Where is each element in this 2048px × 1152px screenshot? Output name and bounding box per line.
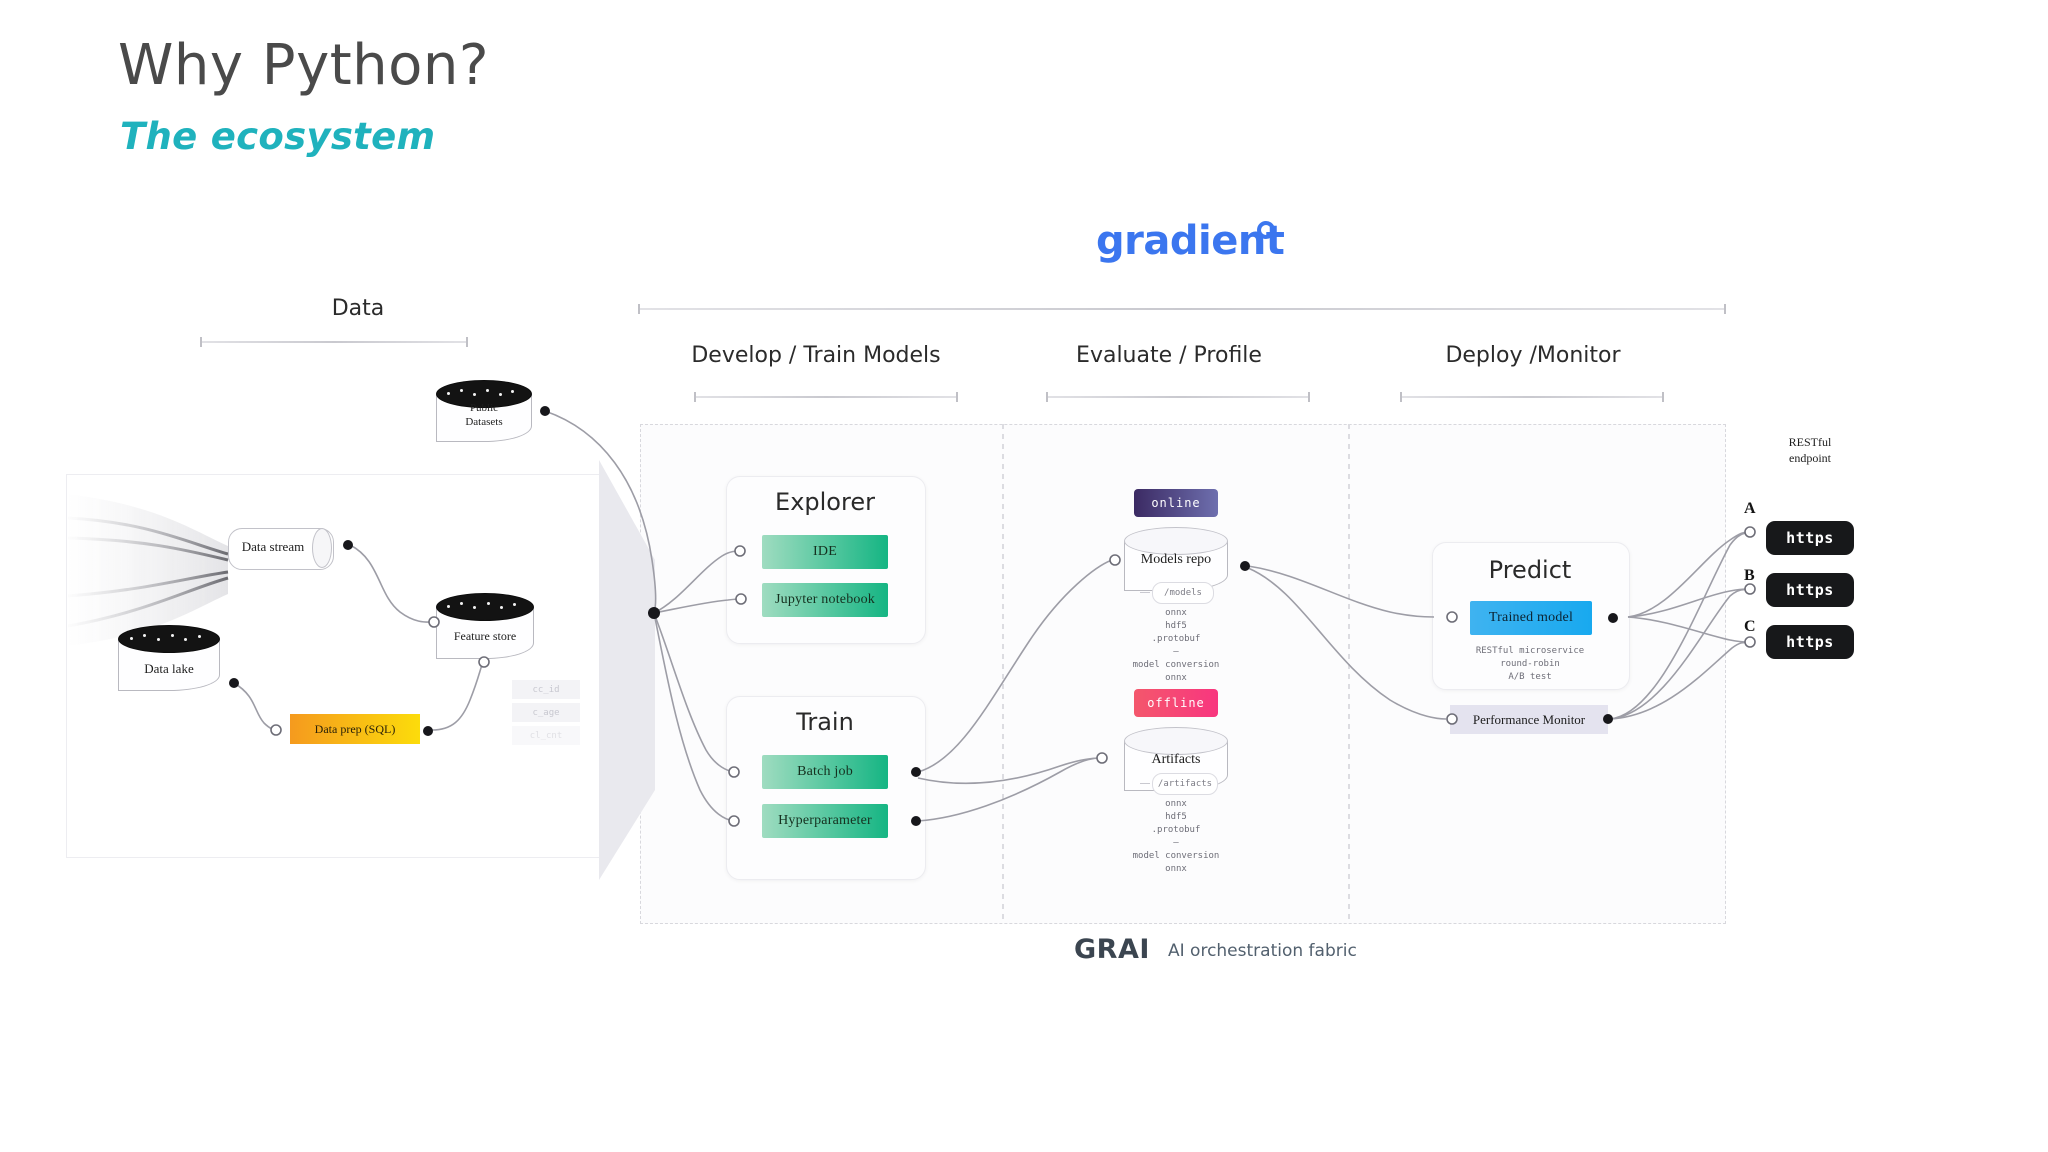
bracket-cap-right [466, 337, 468, 347]
cylinder-top [118, 625, 220, 653]
feature-tag: cl_cnt [512, 726, 580, 745]
predict-note: RESTful microservice round-robin A/B tes… [1475, 646, 1585, 683]
phase-label-deploy: Deploy /Monitor [1445, 343, 1621, 368]
train-chip-batch-job[interactable]: Batch job [762, 755, 888, 789]
cylinder-speckles-icon [444, 601, 526, 611]
explorer-chip-ide[interactable]: IDE [762, 535, 888, 569]
wire-node-hollow [1744, 636, 1756, 648]
bracket-line [200, 341, 468, 343]
bracket-line [694, 396, 958, 398]
bracket-fabric [638, 304, 1726, 314]
explorer-chip-jupyter[interactable]: Jupyter notebook [762, 583, 888, 617]
endpoint-https-b[interactable]: https [1766, 573, 1854, 607]
page-title: Why Python? [118, 33, 490, 98]
bracket-develop [694, 392, 958, 402]
path-leader [1140, 592, 1150, 593]
phase-label-develop: Develop / Train Models [691, 343, 941, 368]
bracket-cap-left [694, 392, 696, 402]
cylinder-top [1124, 527, 1228, 555]
feature-store-label: Feature store [453, 629, 517, 643]
column-divider-2 [1348, 424, 1350, 924]
public-datasets-node[interactable]: Public Datasets [436, 380, 532, 442]
restful-endpoint-label: RESTful endpoint [1788, 435, 1832, 466]
train-chip-hyperparameter[interactable]: Hyperparameter [762, 804, 888, 838]
data-stream-label: Data stream [241, 539, 305, 554]
artifacts-note: onnx hdf5 .protobuf — model conversion o… [1132, 799, 1220, 875]
predict-title: Predict [1488, 556, 1572, 584]
data-stream-node[interactable]: Data stream [228, 528, 334, 570]
models-repo-path: /models [1152, 582, 1214, 604]
cylinder-speckles-icon [444, 388, 525, 398]
feature-store-node[interactable]: Feature store [436, 593, 534, 659]
bracket-cap-left [638, 304, 640, 314]
page-subtitle: The ecosystem [120, 115, 436, 158]
bracket-deploy [1400, 392, 1664, 402]
endpoint-https-a[interactable]: https [1766, 521, 1854, 555]
cylinder-speckles-icon [126, 633, 212, 643]
cylinder-top [436, 593, 534, 621]
artifacts-path: /artifacts [1152, 773, 1218, 795]
grai-tagline: AI orchestration fabric [1168, 941, 1357, 961]
panel-perspective-wedge [599, 460, 655, 880]
models-repo-note: onnx hdf5 .protobuf — model conversion o… [1132, 608, 1220, 684]
wire-node-hollow [1744, 583, 1756, 595]
bracket-line [638, 308, 1726, 310]
endpoint-letter-c: C [1744, 618, 1756, 635]
explorer-title: Explorer [775, 488, 875, 516]
cylinder-top [436, 380, 532, 408]
phase-label-data: Data [331, 296, 385, 321]
artifacts-state-pill: offline [1134, 689, 1218, 717]
bracket-cap-right [1724, 304, 1726, 314]
phase-label-evaluate: Evaluate / Profile [1076, 343, 1262, 368]
models-repo-state-pill: online [1134, 489, 1218, 517]
feature-tag: cc_id [512, 680, 580, 699]
bracket-cap-right [1662, 392, 1664, 402]
bracket-evaluate [1046, 392, 1310, 402]
performance-monitor-node[interactable]: Performance Monitor [1450, 705, 1608, 734]
bracket-line [1400, 396, 1664, 398]
cylinder-top [1124, 727, 1228, 755]
bracket-line [1046, 396, 1310, 398]
gradient-logo: gradient [1096, 218, 1285, 264]
endpoint-letter-a: A [1744, 500, 1756, 517]
data-stream-fan-icon [66, 494, 229, 646]
wire-node-hollow [1744, 526, 1756, 538]
path-leader [1140, 783, 1150, 784]
bracket-cap-left [1046, 392, 1048, 402]
endpoint-letter-b: B [1744, 567, 1755, 584]
column-divider-1 [1002, 424, 1004, 924]
feature-tag: c_age [512, 703, 580, 722]
models-repo-label: Models repo [1140, 552, 1212, 567]
public-datasets-label: Public Datasets [465, 402, 503, 428]
data-lake-node[interactable]: Data lake [118, 625, 220, 691]
gradient-logo-dot-icon [1257, 221, 1275, 239]
data-lake-label: Data lake [144, 661, 194, 676]
data-stream-cap [312, 528, 332, 568]
bracket-data [200, 337, 468, 347]
data-prep-node[interactable]: Data prep (SQL) [290, 714, 420, 744]
bracket-cap-left [1400, 392, 1402, 402]
endpoint-https-c[interactable]: https [1766, 625, 1854, 659]
bracket-cap-left [200, 337, 202, 347]
bracket-cap-right [1308, 392, 1310, 402]
wire-node-filled [540, 406, 550, 416]
grai-logo: GRAI [1074, 934, 1150, 965]
train-title: Train [796, 708, 854, 736]
predict-chip-trained-model[interactable]: Trained model [1470, 601, 1592, 635]
artifacts-label: Artifacts [1151, 752, 1201, 767]
bracket-cap-right [956, 392, 958, 402]
